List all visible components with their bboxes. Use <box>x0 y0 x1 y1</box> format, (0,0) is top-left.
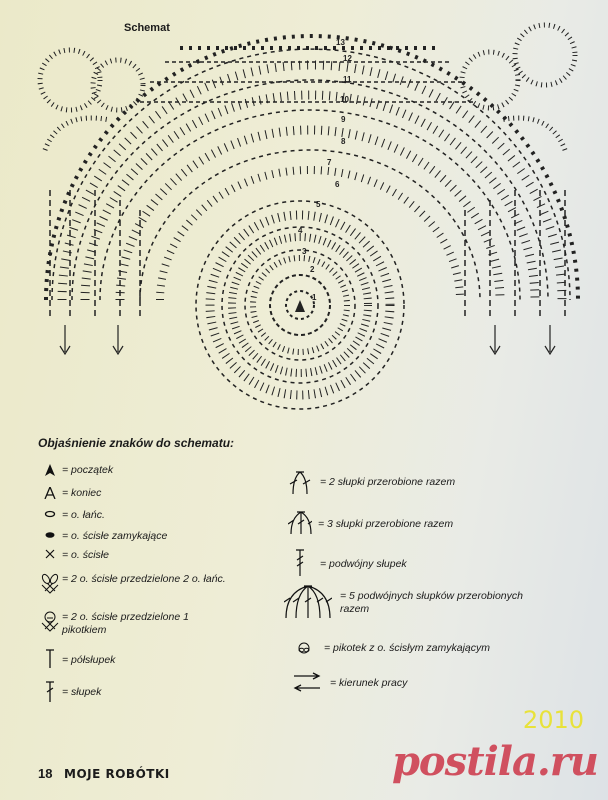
start-marker-icon <box>295 300 305 312</box>
down-arrow-icon <box>544 325 556 356</box>
two-sc-two-chain-icon <box>38 573 62 595</box>
arc-row <box>71 79 549 301</box>
legend-item: = o. łańc. <box>38 509 258 522</box>
row-number: 10 <box>340 95 349 104</box>
diagram-title: Schemat <box>124 22 170 34</box>
scallop-arc <box>499 115 568 151</box>
round-4 <box>228 233 372 377</box>
round-2 <box>269 274 331 336</box>
watermark-logo: postila.ru <box>391 738 599 785</box>
down-arrow-icon <box>59 325 71 356</box>
legend-item: = o. ścisłe zamykające <box>38 530 258 543</box>
direction-arrows-icon <box>292 672 322 692</box>
arc-row <box>44 34 580 301</box>
row-number: 8 <box>341 137 346 146</box>
legend-item: = początek <box>38 464 258 477</box>
open-arrowhead-icon <box>38 487 62 499</box>
scallop <box>90 57 146 113</box>
side-columns-right <box>464 190 566 320</box>
page-number: 18 <box>38 766 53 781</box>
legend-item: = 3 słupki przerobione razem <box>288 510 548 534</box>
dc2tog-icon <box>288 470 312 494</box>
filled-arrowhead-icon <box>38 464 62 476</box>
dc3tog-icon <box>288 510 312 534</box>
side-columns-left <box>49 190 141 320</box>
row-number: 5 <box>316 200 321 209</box>
row-number: 6 <box>335 180 340 189</box>
double-crochet-icon <box>38 680 62 702</box>
legend-item: = 2 o. ścisłe przedzielone 2 o. łańc. <box>38 573 228 595</box>
arc-row <box>51 48 571 301</box>
arc-row <box>115 125 505 301</box>
half-double-icon <box>38 648 62 668</box>
round-1 <box>285 290 315 320</box>
round-3b <box>244 249 356 361</box>
arc-row <box>99 109 521 301</box>
round-5 <box>205 210 395 400</box>
legend-item: = 2 słupki przerobione razem <box>288 470 548 494</box>
date-stamp: 2010 <box>522 706 584 734</box>
legend-item: = półsłupek <box>38 648 258 668</box>
legend-item: = koniec <box>38 487 258 500</box>
row-number: 9 <box>341 115 346 124</box>
chain-oval-icon <box>38 509 62 519</box>
filled-oval-icon <box>38 530 62 540</box>
scallop <box>512 22 578 88</box>
scallop-arc <box>42 115 111 151</box>
row-number: 4 <box>298 226 303 235</box>
arc-row <box>139 149 481 301</box>
row-number: 12 <box>343 54 352 63</box>
round-3 <box>250 255 350 355</box>
crochet-chart: 1 2 3 4 5 6 7 8 9 10 11 12 13 <box>37 22 580 410</box>
legend-title: Objaśnienie znaków do schematu: <box>38 436 235 450</box>
round-4b <box>221 226 379 384</box>
row-number: 1 <box>312 293 317 302</box>
row-number: 7 <box>327 158 332 167</box>
row-number: 13 <box>336 38 345 47</box>
two-sc-picot-icon <box>38 611 62 633</box>
legend-item: = słupek <box>38 680 258 702</box>
round-6 <box>195 200 405 410</box>
magazine-name: MOJE ROBÓTKI <box>64 767 170 781</box>
legend-item: = 2 o. ścisłe przedzielone 1 pikotkiem <box>38 611 228 637</box>
down-arrow-icon <box>489 325 501 356</box>
row-number: 3 <box>302 247 307 256</box>
legend-item: = 5 podwójnych słupków przerobionych raz… <box>284 584 584 618</box>
tr5tog-icon <box>284 584 332 618</box>
legend-item: = podwójny słupek <box>288 548 548 576</box>
legend-item: = o. ścisłe <box>38 549 258 562</box>
row-number: 2 <box>310 265 315 274</box>
arc-row <box>156 166 464 301</box>
treble-icon <box>288 548 312 576</box>
picot-icon <box>292 642 316 654</box>
arc-row <box>80 90 540 301</box>
legend-item: = pikotek z o. ścisłym zamykającym <box>292 642 552 655</box>
row-number: 11 <box>343 75 352 84</box>
cross-icon <box>38 549 62 559</box>
scallop <box>459 49 521 111</box>
scallop <box>37 47 103 113</box>
legend-item: = kierunek pracy <box>292 672 552 692</box>
down-arrow-icon <box>112 325 124 356</box>
